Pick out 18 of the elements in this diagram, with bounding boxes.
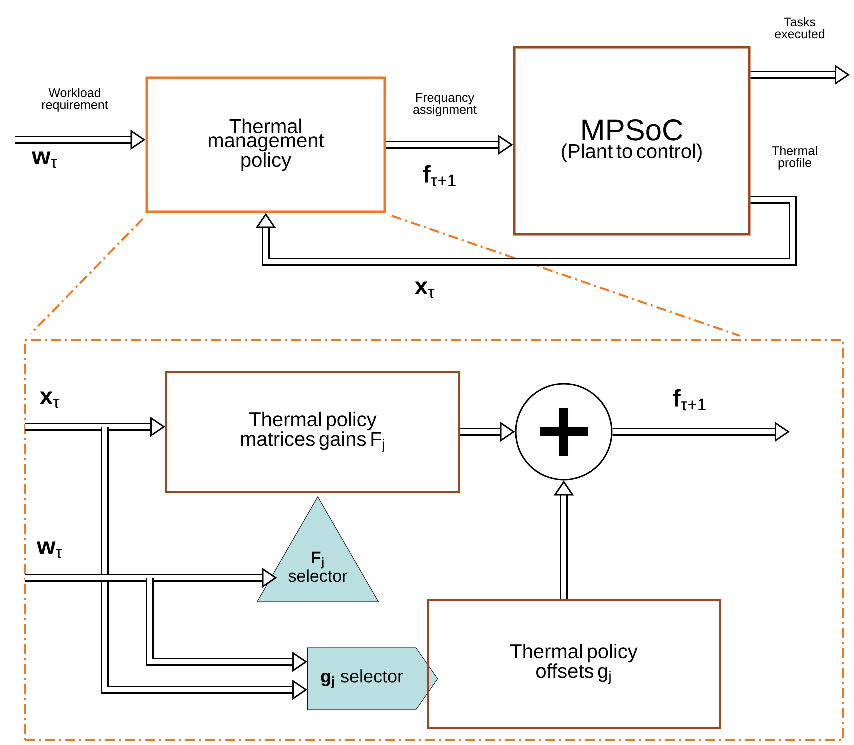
summing-junction xyxy=(515,383,613,481)
signal-label: w$_{τ}$ xyxy=(32,152,58,168)
edge-label: x$_{τ}$ xyxy=(414,282,435,298)
selector-pentagon: g$_{j}$ selector xyxy=(308,648,438,710)
edge-label: Frequancy assignment xyxy=(414,93,477,117)
plant-box: MPSoC (Plant to control) xyxy=(513,46,751,236)
edge-label: w$_{τ}$ xyxy=(37,542,62,558)
process-box: Thermal policy matrices gains F$_{j}$ xyxy=(166,371,460,493)
edge-label: x$_{τ}$ xyxy=(40,392,60,408)
signal-label: f$_{τ+1}$ xyxy=(423,165,456,187)
process-box: Thermal policy offsets g$_{j}$ xyxy=(427,599,721,729)
hollow-arrow xyxy=(256,196,797,266)
edge-label: Workload requirement xyxy=(42,88,108,112)
edge-label: Tasks executed xyxy=(775,17,825,39)
edge-label: f$_{τ+1}$ xyxy=(673,389,706,411)
dashed-frame xyxy=(24,339,844,741)
signal-label: Thermal profile xyxy=(772,146,818,170)
policy-box: Thermal management policy xyxy=(146,76,386,214)
